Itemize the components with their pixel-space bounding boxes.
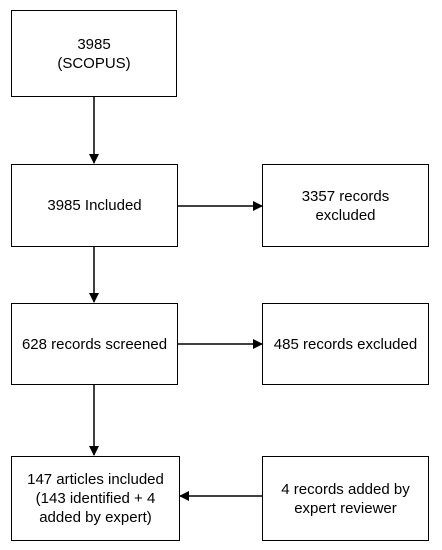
- source-line-1: 3985: [77, 35, 111, 53]
- excluded-1-line-2: excluded: [315, 206, 376, 224]
- source-line-2: (SCOPUS): [57, 54, 131, 72]
- excluded-2-line-1: 485 records excluded: [273, 335, 418, 353]
- included-box: 3985 Included: [11, 164, 178, 247]
- included-line-1: 3985 Included: [47, 197, 142, 214]
- expert-box: 4 records added by expert reviewer: [262, 456, 429, 541]
- excluded-1-box: 3357 records excluded: [262, 164, 429, 247]
- screened-line-1: 628 records screened: [21, 335, 168, 353]
- final-line-2: (143 identified + 4: [35, 490, 156, 507]
- excluded-2-box: 485 records excluded: [262, 303, 429, 385]
- final-box: 147 articles included (143 identified + …: [11, 456, 180, 541]
- expert-line-1: 4 records added by: [281, 480, 410, 498]
- final-line-3: added by expert): [39, 509, 152, 526]
- final-line-1: 147 articles included: [27, 471, 164, 488]
- excluded-1-line-1: 3357 records: [301, 187, 390, 205]
- screened-box: 628 records screened: [11, 303, 178, 385]
- expert-line-2: expert reviewer: [294, 499, 397, 517]
- source-box: 3985 (SCOPUS): [11, 10, 177, 97]
